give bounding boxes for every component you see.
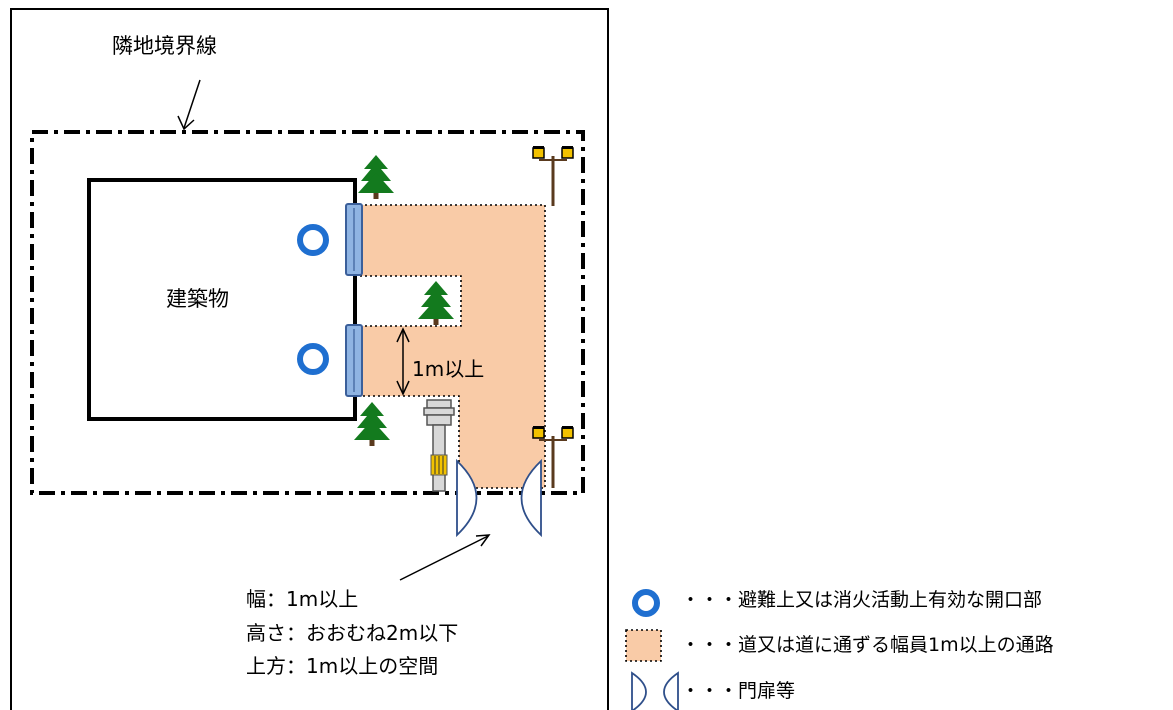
width-label: 1m以上 xyxy=(412,357,485,381)
legend-ring-icon xyxy=(632,589,660,617)
gate-doors xyxy=(456,458,542,538)
boundary-pointer-head xyxy=(177,115,195,131)
width-arrow-top xyxy=(396,327,410,343)
pine-tree-icon xyxy=(358,155,394,199)
outdoor-unit-icon xyxy=(423,399,455,492)
building-label: 建築物 xyxy=(166,287,229,311)
street-lamp-icon xyxy=(532,426,574,488)
width-arrow-bottom xyxy=(396,380,410,396)
legend-passage-text: ・・・道又は道に通ずる幅員1m以上の通路 xyxy=(681,634,1054,656)
gate-note-height: 高さ：おおむね2m以下 xyxy=(246,621,459,645)
street-lamp-icon xyxy=(532,146,574,206)
lot-frame xyxy=(10,8,609,710)
boundary-pointer xyxy=(183,79,201,129)
opening-ring-lower xyxy=(297,343,329,375)
gate-pointer xyxy=(399,535,489,581)
pine-tree-icon xyxy=(354,402,390,446)
pine-tree-icon xyxy=(418,281,454,325)
gate-note-above: 上方：1m以上の空間 xyxy=(246,654,439,678)
boundary-line xyxy=(30,130,585,495)
gate-note-width: 幅：1m以上 xyxy=(246,587,359,611)
legend-passage-icon xyxy=(625,629,662,662)
legend-gate-text: ・・・門扉等 xyxy=(681,680,796,702)
legend-gate-icon xyxy=(631,671,679,710)
passage-area xyxy=(359,204,546,489)
gate-pointer-head xyxy=(475,534,491,547)
opening-ring-upper xyxy=(297,224,329,256)
legend-opening-text: ・・・避難上又は消火活動上有効な開口部 xyxy=(681,589,1043,611)
building xyxy=(87,178,357,421)
boundary-label: 隣地境界線 xyxy=(112,34,217,58)
